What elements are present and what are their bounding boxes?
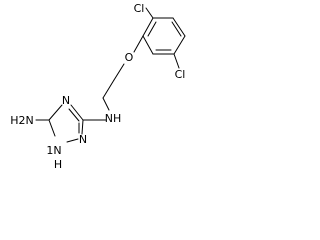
structure-diagram: Cl Cl O NH N N H 1N H2N [10, 2, 186, 171]
atom-ring-nh-n: 1N [46, 144, 61, 157]
bond-cl-top [145, 7, 154, 19]
atom-ether-o: O [125, 51, 134, 64]
bond-benzene-3 [173, 35, 186, 55]
bond-triazole-c5-n1 [48, 119, 56, 137]
bond-triazole-n2-c3 [81, 119, 84, 135]
bond-ch2-ch2 [102, 79, 115, 99]
atom-ring-nh-h: H [54, 158, 62, 171]
bond-benzene-double-3 [147, 21, 157, 37]
molecule-canvas: Cl Cl O NH N N H 1N H2N [0, 0, 208, 179]
triazole-ring [48, 104, 84, 143]
bond-triazole-n1-n2 [66, 138, 79, 143]
bond-triazole-n4-c5 [48, 104, 63, 121]
atom-amine-nh: NH [105, 112, 122, 125]
bond-benzene-double-1 [171, 21, 182, 37]
atom-cl-top: Cl [134, 2, 145, 15]
bond-benzene-5 [142, 35, 154, 55]
bond-ch2-nh [102, 97, 110, 111]
bond-ring-o [133, 35, 144, 53]
bond-triazole-c3-n4-double [68, 108, 80, 122]
bond-triazole-c3-n4 [70, 104, 84, 121]
benzene-ring [142, 17, 186, 55]
bond-cl-bottom [173, 53, 180, 69]
atom-ring-n-top: N [62, 94, 70, 107]
atom-amino-h2n: H2N [10, 114, 34, 127]
atom-ring-n-right: N [79, 133, 87, 146]
bond-o-ch2 [113, 63, 125, 81]
atom-cl-bottom: Cl [175, 68, 186, 81]
bond-benzene-2 [172, 17, 186, 37]
bond-benzene-6 [142, 17, 154, 37]
